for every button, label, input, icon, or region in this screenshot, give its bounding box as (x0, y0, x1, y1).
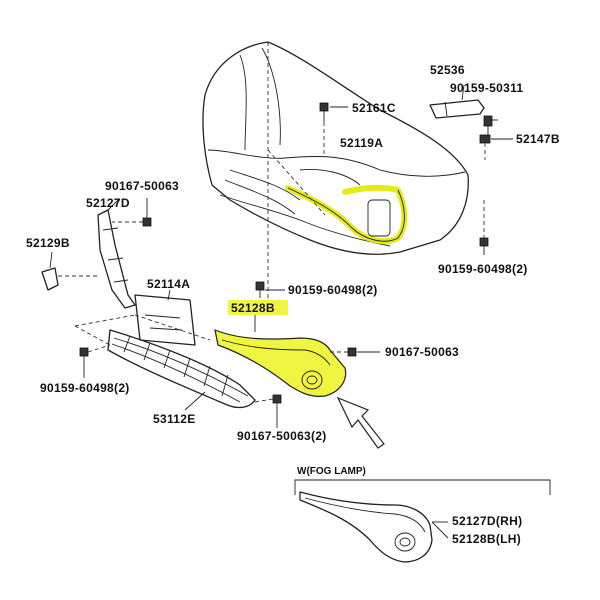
label-52119A: 52119A (340, 136, 383, 150)
plate-52114A (134, 294, 196, 346)
bolt-90167-50063-top (112, 217, 152, 227)
bolt-90159-60498-left (79, 344, 111, 357)
label-52161C: 52161C (352, 101, 396, 115)
label-52129B: 52129B (26, 236, 70, 250)
label-52128B-highlight (228, 300, 288, 315)
leader-52536 (461, 84, 465, 101)
label-52128B-lh: 52128B(LH) (452, 532, 521, 546)
label-90167-50063-top: 90167-50063 (105, 179, 179, 193)
label-52536: 52536 (430, 63, 465, 77)
fog-lamp-cover-52128B (214, 329, 347, 397)
label-90159-60498-center: 90159-60498(2) (288, 283, 378, 297)
grille-53112E (107, 329, 256, 409)
label-90167-50063-bottom: 90167-50063(2) (237, 429, 327, 443)
front-bumper-cover (202, 41, 469, 255)
label-53112E: 53112E (153, 412, 196, 426)
label-90167-50063-mid: 90167-50063 (385, 345, 459, 359)
label-90159-60498-left: 90159-60498(2) (40, 381, 130, 395)
fog-lamp-inset (294, 479, 551, 563)
dashed-guide-grille (74, 314, 211, 346)
inset-title: W(FOG LAMP) (297, 466, 366, 477)
bolt-52161C (319, 102, 329, 155)
bolt-90167-50063-mid (330, 347, 357, 357)
bolt-90159-60498-center (255, 281, 265, 298)
bracket-52127D (97, 209, 136, 309)
label-52128B: 52128B (231, 301, 275, 315)
view-direction-arrow (336, 396, 385, 449)
bracket-52536 (429, 99, 493, 135)
leader-52129B (49, 251, 53, 269)
label-52147B: 52147B (516, 132, 560, 146)
label-90159-60498-right: 90159-60498(2) (438, 262, 528, 276)
bolt-90167-50063-bottom (254, 394, 282, 404)
leader-53112E (184, 391, 206, 411)
clip-52129B (41, 267, 100, 291)
clip-52147B (479, 134, 491, 160)
leader-52114A (167, 289, 171, 301)
bolt-90159-60498-right (479, 200, 489, 255)
label-52127D-rh: 52127D(RH) (452, 514, 522, 528)
dashed-guide-diag (267, 149, 326, 216)
label-52127D: 52127D (86, 196, 130, 210)
label-52114A: 52114A (147, 277, 190, 291)
leader-52127D (107, 199, 119, 211)
label-90159-50311: 90159-50311 (450, 81, 523, 95)
